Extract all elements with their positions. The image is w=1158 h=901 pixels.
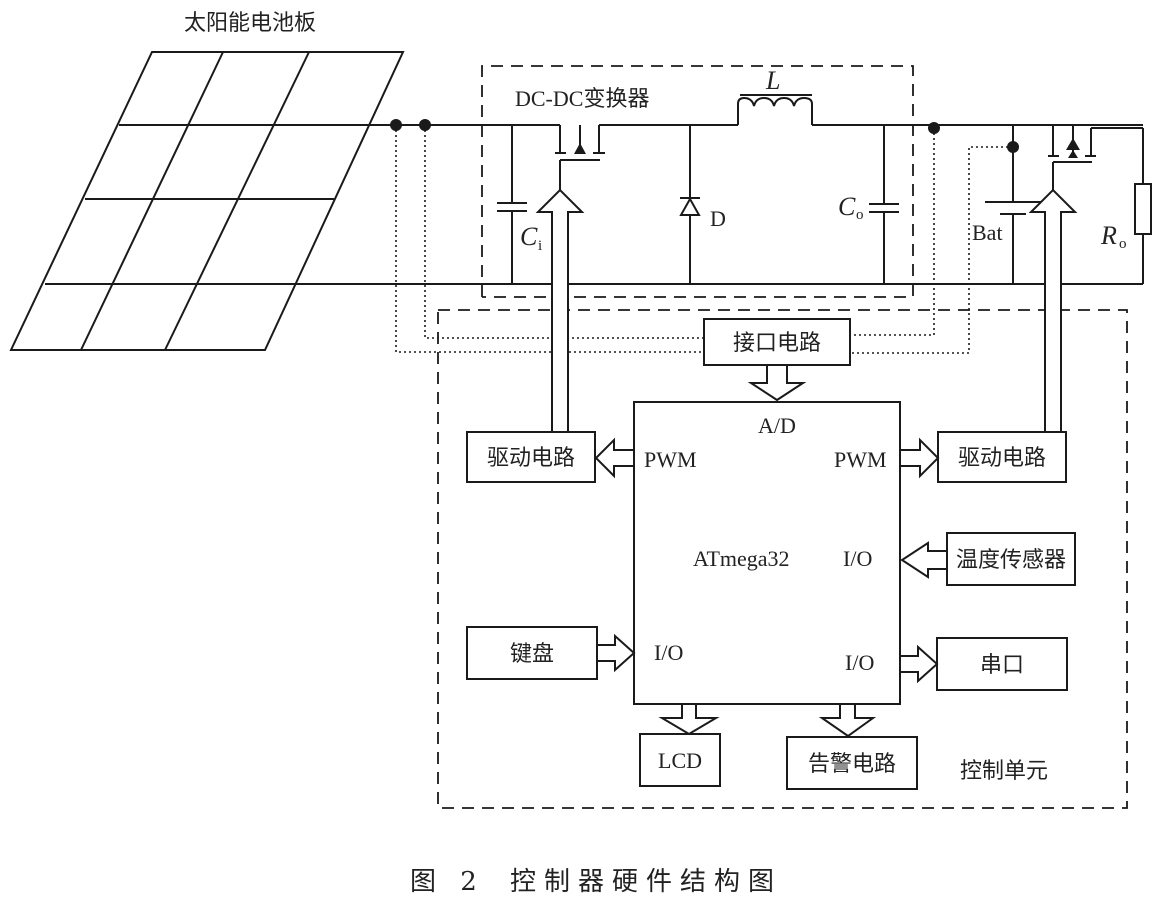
lcd-label: LCD — [658, 748, 702, 773]
alarm-circuit-label: 告警电路 — [808, 752, 896, 777]
co-subscript: o — [856, 207, 864, 223]
arrow-right-icon — [899, 644, 939, 684]
temperature-sensor-block — [946, 532, 1076, 586]
arrow-left-icon — [594, 437, 635, 479]
mcu-port-io-serial: I/O — [845, 650, 874, 675]
co-label: C — [838, 192, 856, 221]
mcu-port-io-keyboard: I/O — [654, 640, 683, 665]
driver-left-block — [466, 431, 596, 483]
mcu-port-ad: A/D — [758, 413, 796, 438]
driver-right-block — [937, 431, 1067, 483]
mosfet-2-icon — [1048, 125, 1143, 190]
gate-drive-arrow-icon — [535, 188, 585, 433]
gate-drive-arrow-icon — [1028, 188, 1078, 433]
resistor-icon — [1134, 183, 1152, 235]
solar-panel: 太阳能电池板 — [9, 11, 405, 351]
mcu-port-io-temp: I/O — [843, 546, 872, 571]
battery-label: Bat — [972, 220, 1003, 245]
arrow-left-icon — [900, 541, 948, 579]
mcu-block — [633, 401, 901, 705]
load-subscript: o — [1119, 236, 1127, 252]
solar-panel-label: 太阳能电池板 — [184, 11, 316, 36]
control-unit: 控制单元 接口电路 A/D PWM PWM ATmega32 I/O I/O I… — [437, 188, 1128, 809]
sense-line — [395, 125, 708, 353]
arrow-right-icon — [899, 437, 940, 479]
sense-line — [848, 128, 935, 336]
serial-port-block — [936, 637, 1068, 691]
mcu-name: ATmega32 — [693, 546, 790, 571]
control-unit-label: 控制单元 — [960, 759, 1048, 784]
arrow-down-icon — [658, 703, 720, 736]
ci-subscript: i — [538, 238, 542, 254]
serial-port-label: 串口 — [980, 653, 1024, 678]
keyboard-label: 键盘 — [510, 642, 554, 667]
diode-icon — [679, 196, 701, 216]
converter-label: DC-DC变换器 — [515, 86, 649, 111]
mcu-port-pwm-right: PWM — [834, 447, 887, 472]
arrow-right-icon — [596, 633, 636, 673]
keyboard-block — [466, 626, 598, 680]
mosfet-1-icon — [538, 124, 738, 190]
inductor-icon — [737, 94, 813, 125]
solar-panel-outline — [9, 51, 405, 351]
sense-line — [424, 125, 708, 339]
arrow-down-icon — [747, 364, 807, 402]
ci-label: C — [520, 222, 538, 251]
load-label: R — [1100, 221, 1117, 250]
interface-circuit-block — [703, 318, 851, 366]
inductor-label: L — [765, 66, 780, 95]
driver-right-label: 驱动电路 — [958, 446, 1046, 471]
control-unit-boundary — [437, 309, 1128, 809]
mcu-port-pwm-left: PWM — [644, 447, 697, 472]
arrow-down-icon — [818, 703, 877, 738]
sense-line — [848, 146, 1013, 354]
figure-number: 图 2 — [410, 867, 485, 897]
solar-panel-col-line — [164, 51, 310, 351]
figure-caption: 图 2 控制器硬件结构图 — [410, 867, 782, 897]
alarm-circuit-block — [786, 736, 918, 790]
lcd-block — [639, 733, 721, 787]
interface-circuit-label: 接口电路 — [733, 331, 821, 356]
driver-left-label: 驱动电路 — [487, 446, 575, 471]
dc-dc-converter: DC-DC变换器 C i D — [481, 65, 1143, 298]
figure-title: 控制器硬件结构图 — [510, 867, 782, 897]
solar-panel-col-line — [80, 51, 224, 351]
diode-label: D — [710, 206, 726, 231]
converter-boundary — [481, 65, 914, 298]
output-stage: Bat R o — [972, 125, 1152, 284]
temperature-sensor-label: 温度传感器 — [956, 548, 1066, 573]
